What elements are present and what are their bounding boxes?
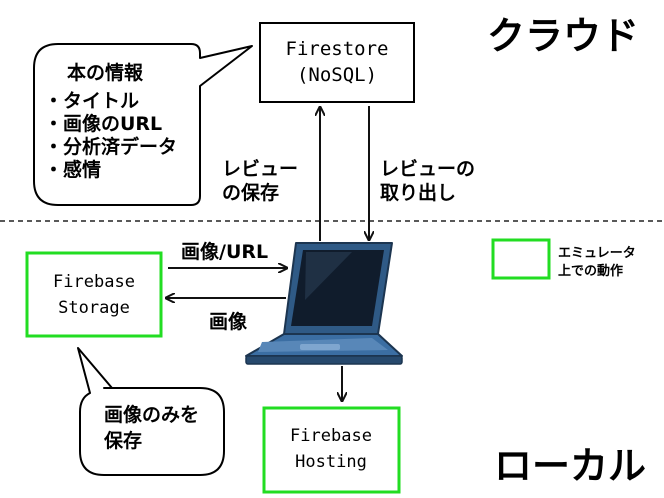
firestore-db-type: (NoSQL)	[297, 64, 377, 86]
firebase-hosting-node: Firebase Hosting	[262, 406, 401, 494]
legend-line-2: 上での動作	[558, 263, 623, 279]
image-url-label: 画像/URL	[181, 240, 268, 263]
image-label: 画像	[209, 310, 248, 333]
storage-line-2: Storage	[58, 298, 130, 318]
legend-line-1: エミュレータ	[558, 246, 636, 261]
local-zone-label: ローカル	[494, 444, 646, 488]
book-info-item-image-url: ・画像のURL	[44, 112, 162, 135]
fetch-review-label-2: 取り出し	[380, 181, 456, 204]
legend-swatch	[491, 238, 551, 280]
cloud-zone-label: クラウド	[487, 14, 639, 58]
storage-callout: 画像のみを 保存	[77, 347, 225, 476]
firestore-node: Firestore (NoSQL)	[259, 22, 415, 103]
book-info-item-analysis: ・分析済データ	[44, 135, 177, 158]
save-review-label-2: の保存	[222, 181, 279, 204]
storage-line-1: Firebase	[53, 272, 135, 292]
hosting-line-2: Hosting	[295, 452, 367, 472]
save-review-label-1: レビュー	[222, 158, 298, 180]
book-info-item-title: ・タイトル	[44, 90, 139, 112]
storage-callout-line-1: 画像のみを	[104, 403, 199, 426]
book-info-item-emotion: ・感情	[44, 158, 101, 181]
fetch-review-label-1: レビューの	[380, 158, 475, 180]
hosting-line-1: Firebase	[290, 426, 372, 446]
book-info-title: 本の情報	[67, 61, 144, 84]
firestore-name: Firestore	[286, 38, 389, 60]
firebase-storage-node: Firebase Storage	[25, 251, 163, 338]
laptop-icon	[245, 242, 403, 365]
storage-callout-line-2: 保存	[103, 429, 142, 452]
emulator-legend: エミュレータ 上での動作	[491, 238, 636, 280]
book-info-callout: 本の情報 ・タイトル ・画像のURL ・分析済データ ・感情	[33, 43, 253, 206]
